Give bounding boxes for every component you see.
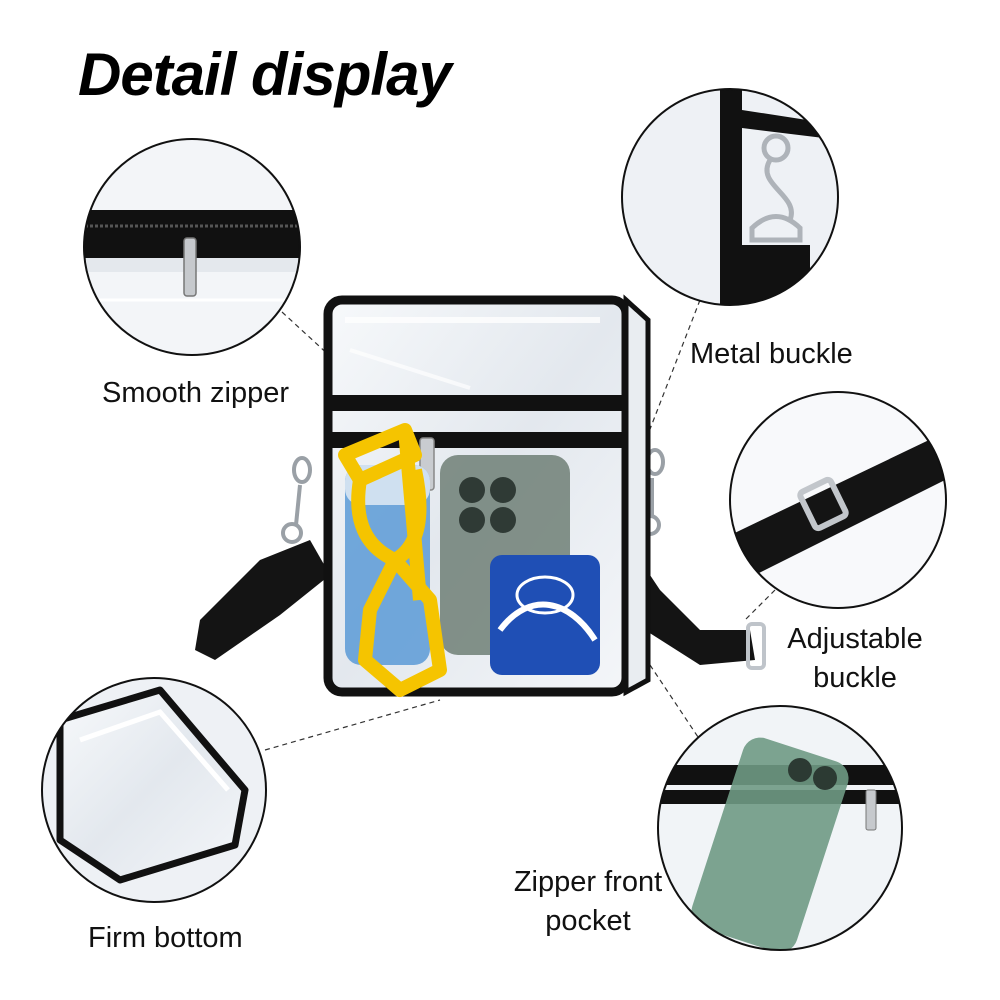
strap-end	[738, 245, 810, 305]
strap-slider	[746, 622, 766, 670]
zipper-slider	[183, 237, 197, 297]
bag-gusset	[623, 294, 651, 697]
detail-circle-firm-bottom	[41, 677, 267, 903]
detail-circle-adjustable-buckle	[729, 391, 947, 609]
strap-left	[195, 540, 330, 660]
detail-circle-metal-buckle	[621, 88, 839, 306]
label-zipper-front-pocket-line2: pocket	[545, 905, 631, 937]
pocket-phone	[691, 737, 849, 950]
main-zipper	[332, 395, 622, 411]
detail-circle-front-pocket	[657, 705, 903, 951]
main-bag	[195, 294, 766, 697]
leader-line-firm-bottom	[264, 699, 441, 751]
label-metal-buckle: Metal buckle	[690, 338, 853, 370]
page-title: Detail display	[78, 41, 452, 108]
label-firm-bottom: Firm bottom	[88, 922, 243, 954]
side-clip-left	[281, 456, 312, 544]
leader-line-adjustable-buckle	[744, 589, 776, 621]
label-zipper-front-pocket-line1: Zipper front	[513, 866, 663, 898]
label-adjustable-buckle-line2: buckle	[813, 662, 897, 694]
slider-buckle	[797, 476, 849, 532]
label-adjustable-buckle-line1: Adjustable	[787, 623, 923, 655]
sunglasses	[338, 423, 447, 697]
tissue-pack	[490, 555, 600, 675]
label-smooth-zipper: Smooth zipper	[102, 377, 289, 409]
detail-circle-zipper	[83, 138, 301, 356]
leader-line-front-pocket	[649, 664, 701, 741]
